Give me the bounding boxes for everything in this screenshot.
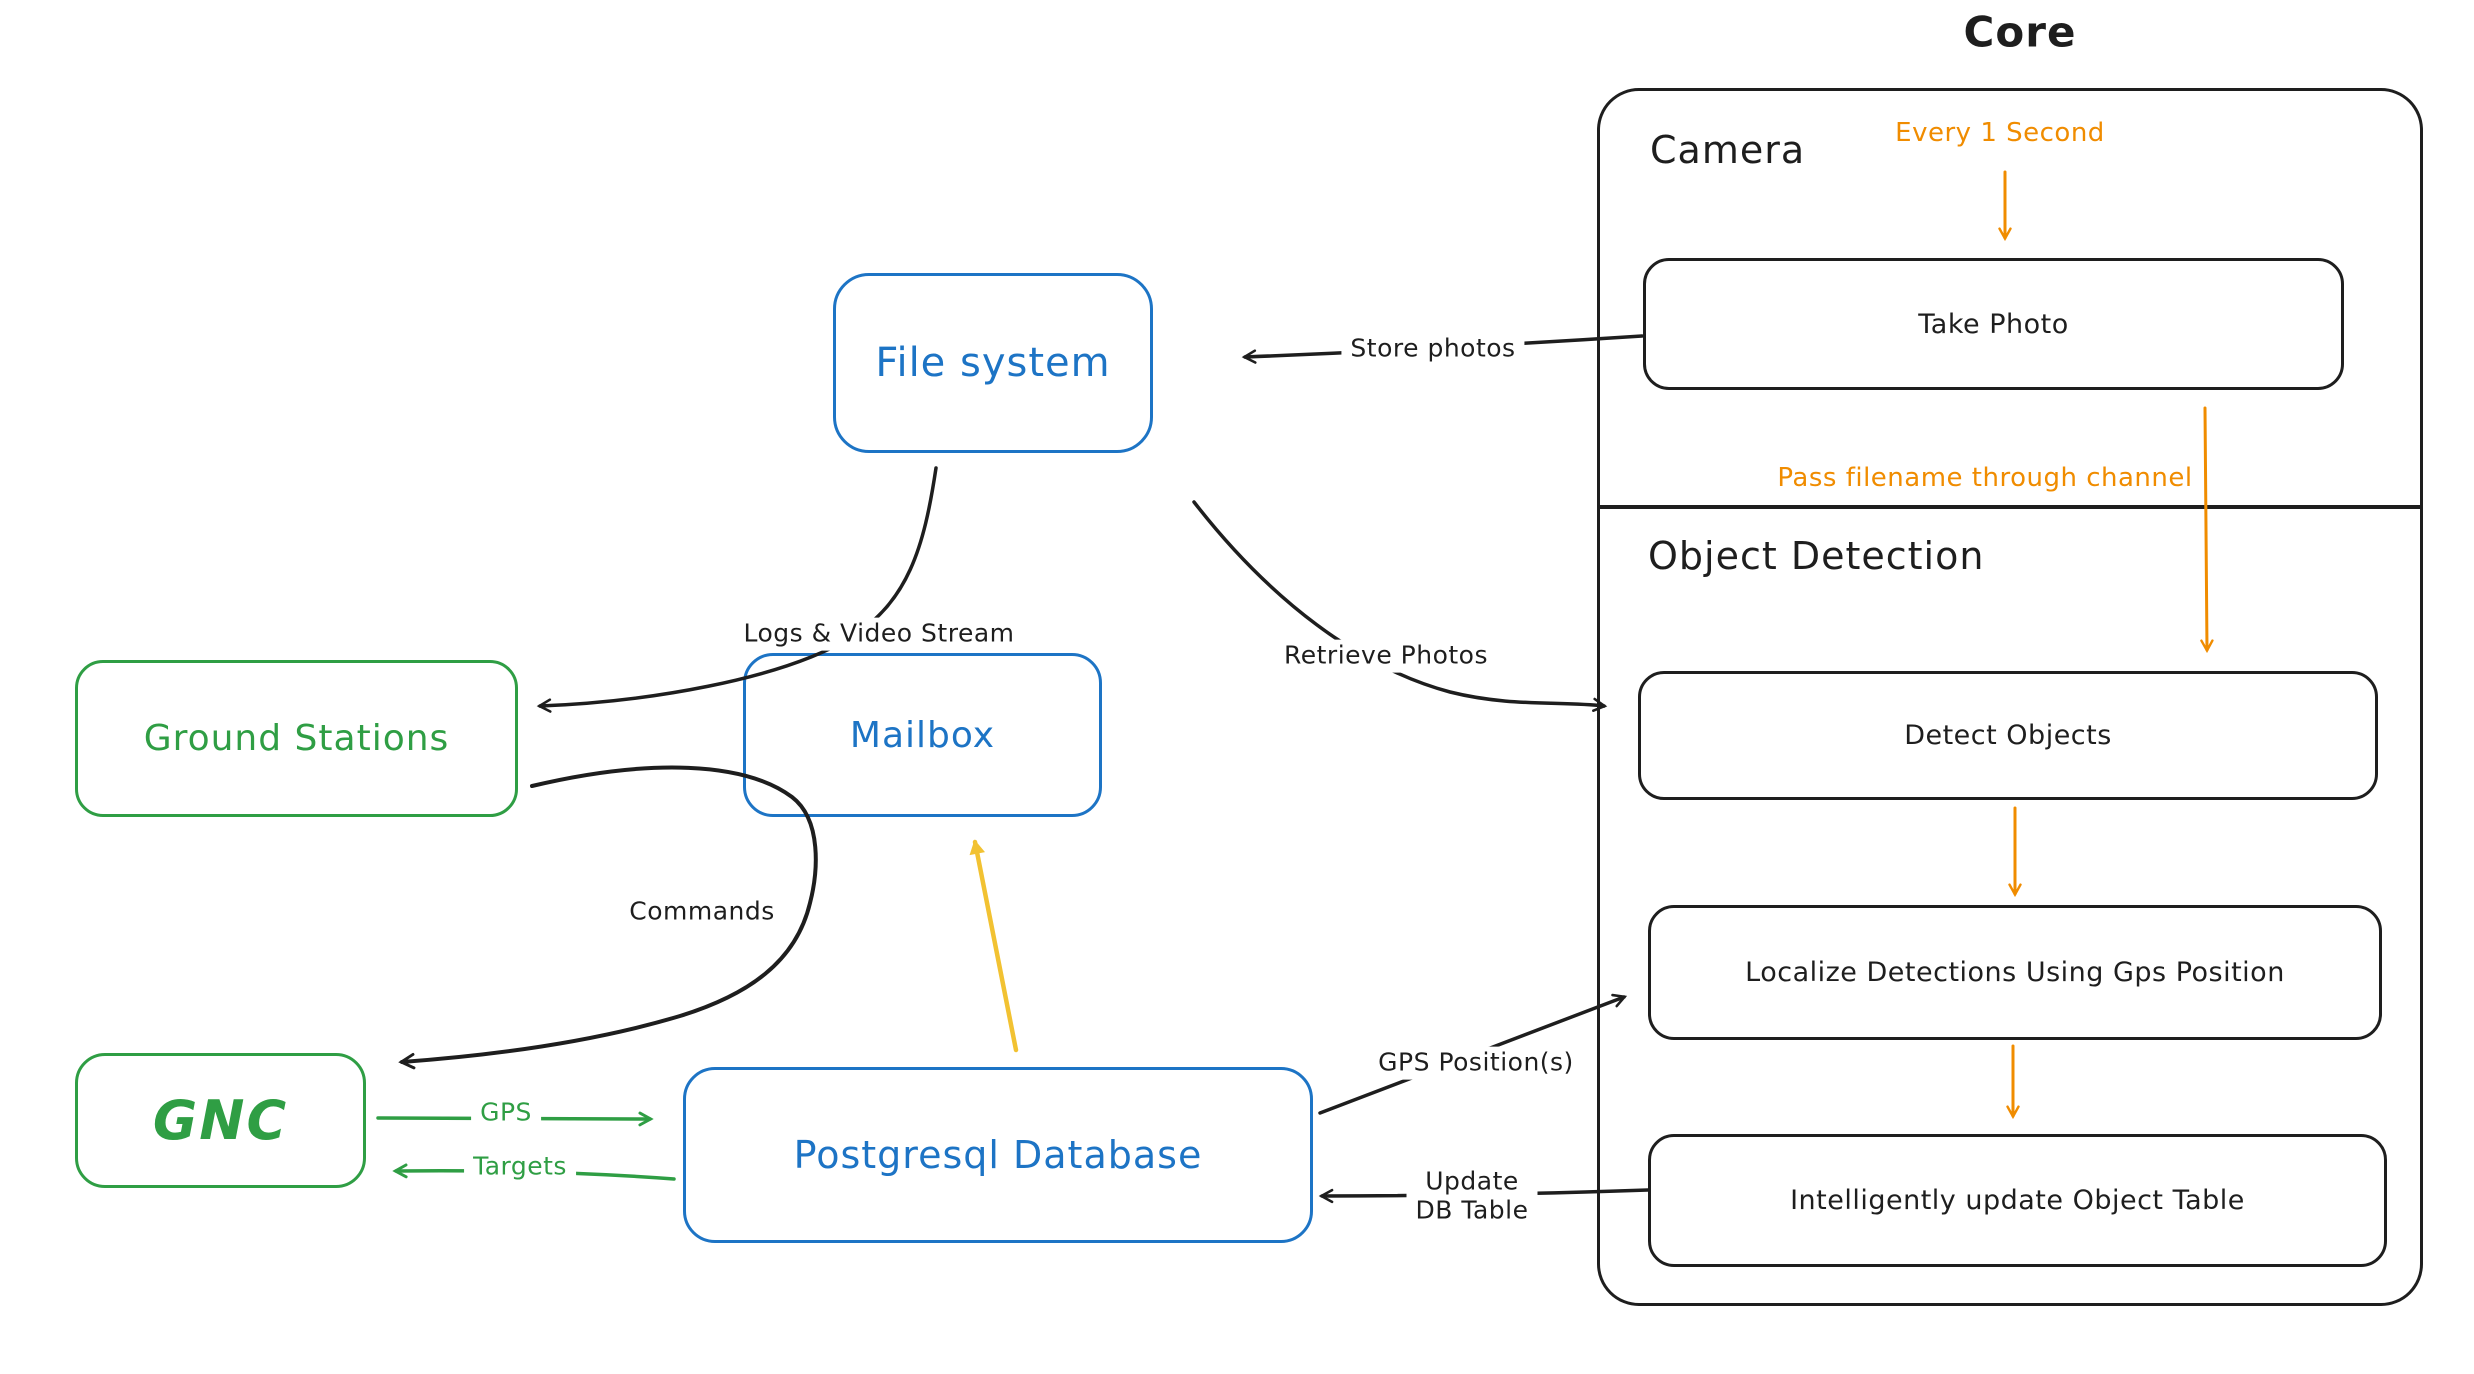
store-photos-edge-label: Store photos — [1341, 332, 1525, 366]
camera-section-label: Camera — [1650, 128, 1806, 172]
mailbox-label: Mailbox — [849, 714, 996, 756]
retrieve-photos-arrow — [1192, 500, 1608, 713]
gps-edge-label: GPS — [471, 1096, 541, 1130]
ground-stations-node: Ground Stations — [75, 660, 518, 817]
object-detection-section-label: Object Detection — [1648, 534, 1985, 578]
postgres-to-mailbox-arrow — [969, 839, 1019, 1053]
file-system-label: File system — [875, 340, 1111, 386]
mailbox-node: Mailbox — [743, 653, 1102, 817]
postgresql-database-node: Postgresql Database — [683, 1067, 1313, 1243]
take-photo-label: Take Photo — [1918, 308, 2069, 340]
targets-edge-label: Targets — [464, 1150, 576, 1184]
file-system-node: File system — [833, 273, 1153, 453]
gps-positions-edge-label: GPS Position(s) — [1369, 1046, 1583, 1080]
update-db-table-edge-label: Update DB Table — [1406, 1165, 1538, 1227]
gnc-node: GNC — [75, 1053, 366, 1188]
retrieve-photos-edge-label: Retrieve Photos — [1275, 639, 1497, 673]
update-db-table-line2: DB Table — [1415, 1195, 1529, 1224]
detect-objects-label: Detect Objects — [1904, 720, 2112, 751]
commands-edge-label: Commands — [629, 896, 775, 926]
logs-video-stream-edge-label: Logs & Video Stream — [734, 617, 1024, 651]
postgresql-database-label: Postgresql Database — [793, 1133, 1203, 1177]
take-photo-step: Take Photo — [1643, 258, 2344, 390]
update-db-table-line1: Update — [1425, 1166, 1519, 1196]
detect-objects-step: Detect Objects — [1638, 671, 2378, 800]
gnc-label: GNC — [152, 1089, 289, 1152]
every-second-label: Every 1 Second — [1895, 118, 2105, 148]
localize-detections-step: Localize Detections Using Gps Position — [1648, 905, 2382, 1040]
ground-stations-label: Ground Stations — [143, 718, 450, 759]
core-title: Core — [1963, 7, 2077, 57]
update-object-table-label: Intelligently update Object Table — [1790, 1185, 2245, 1216]
localize-detections-label: Localize Detections Using Gps Position — [1745, 957, 2285, 988]
pass-filename-label: Pass filename through channel — [1777, 463, 2193, 493]
update-object-table-step: Intelligently update Object Table — [1648, 1134, 2387, 1267]
